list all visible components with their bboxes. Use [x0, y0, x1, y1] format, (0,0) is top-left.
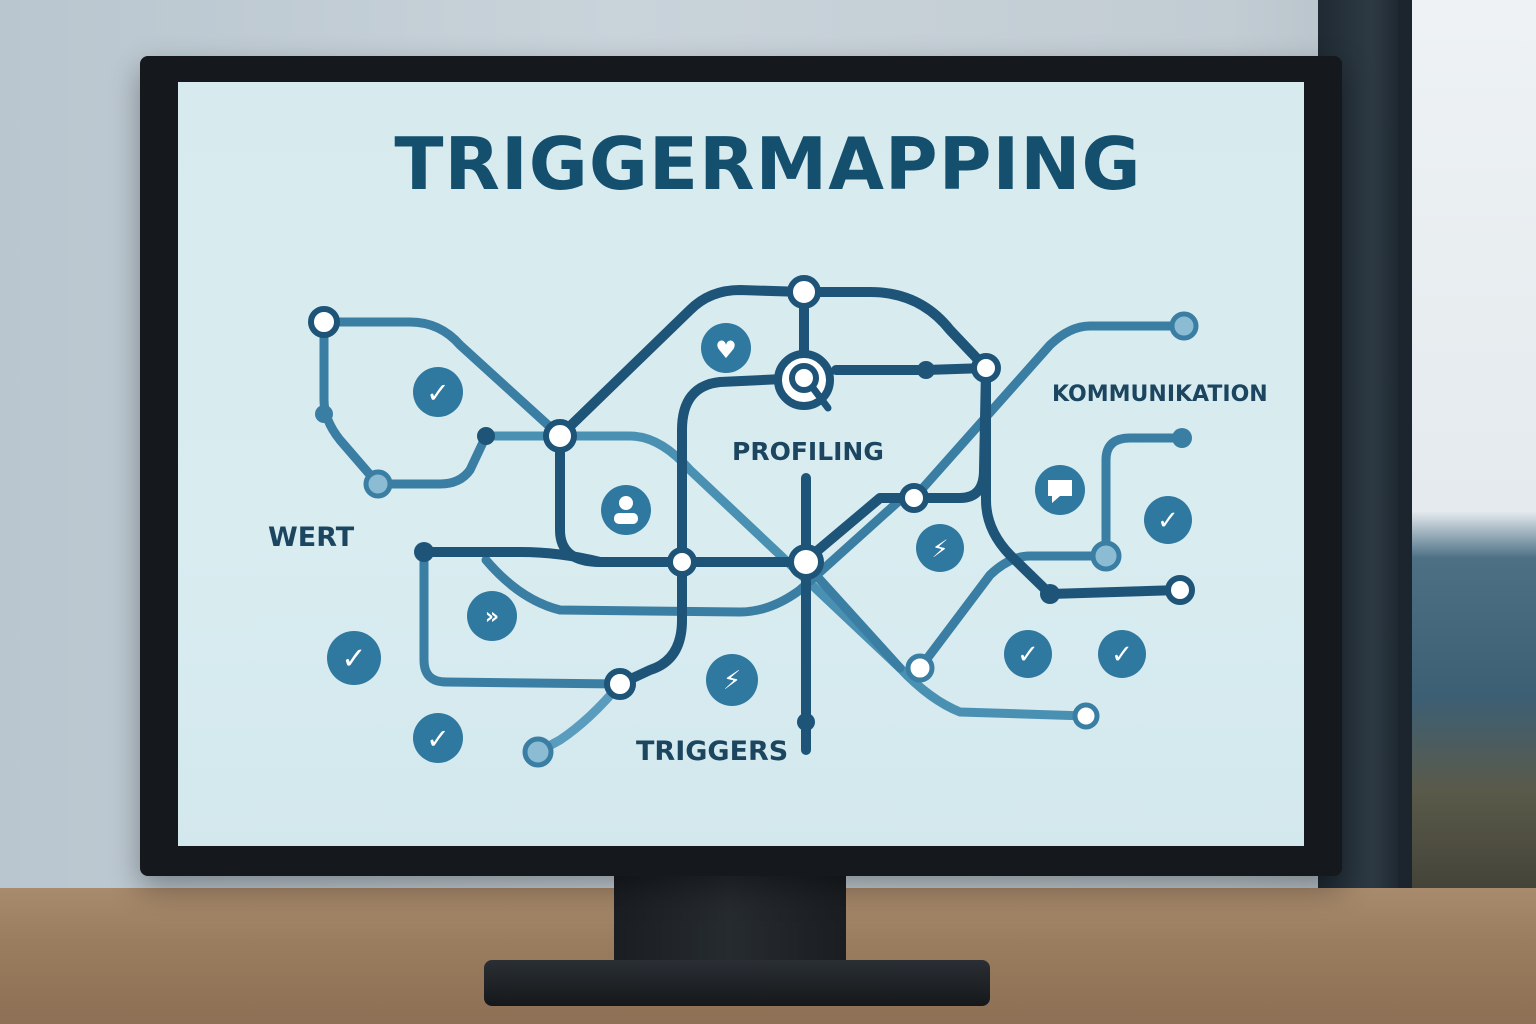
node	[787, 275, 821, 309]
svg-text:♥: ♥	[715, 336, 737, 364]
svg-text:✓: ✓	[1157, 506, 1179, 536]
line-right-upper	[909, 321, 1189, 503]
svg-text:✓: ✓	[426, 723, 449, 756]
line-right-lower	[981, 363, 1185, 599]
user-icon	[601, 485, 651, 535]
node	[604, 668, 636, 700]
double-chevron-icon: »	[467, 591, 517, 641]
label-kommunikation: KOMMUNIKATION	[1052, 382, 1268, 407]
check-icon: ✓	[1098, 630, 1146, 678]
node	[797, 713, 815, 731]
search-icon	[774, 350, 834, 412]
svg-text:✓: ✓	[1111, 640, 1133, 670]
heart-icon: ♥	[701, 323, 751, 373]
lightning-icon: ⚡	[706, 654, 758, 706]
node	[1072, 702, 1100, 730]
line-lower-left	[419, 547, 625, 689]
node	[543, 419, 577, 453]
label-profiling: PROFILING	[732, 437, 884, 466]
node	[1169, 311, 1199, 341]
label-wert: WERT	[268, 522, 355, 553]
station-nodes	[308, 275, 1199, 768]
svg-text:⚡: ⚡	[932, 535, 949, 563]
line-central-horizontal	[419, 363, 991, 567]
node	[315, 405, 333, 423]
line-profiling-loop	[615, 373, 809, 689]
check-icon: ✓	[413, 367, 463, 417]
node	[788, 544, 824, 580]
node	[308, 306, 340, 338]
line-profiling-right	[831, 363, 991, 375]
node	[363, 469, 393, 499]
node	[1090, 540, 1122, 572]
line-cross-down	[799, 557, 905, 673]
monitor-stand-base	[484, 960, 990, 1006]
line-mid-left	[481, 431, 1091, 721]
line-middle-sweep	[481, 495, 905, 617]
label-triggers: TRIGGERS	[636, 736, 789, 767]
node	[522, 736, 554, 768]
svg-text:⚡: ⚡	[723, 666, 741, 696]
node	[477, 427, 495, 445]
check-icon: ✓	[1144, 496, 1192, 544]
svg-text:»: »	[485, 605, 499, 630]
node	[667, 547, 697, 577]
check-icon: ✓	[327, 631, 381, 685]
check-icon: ✓	[1004, 630, 1052, 678]
node	[414, 542, 434, 562]
node	[1172, 428, 1192, 448]
line-right-mid	[1101, 433, 1187, 561]
node	[917, 361, 935, 379]
node	[899, 483, 929, 513]
svg-text:✓: ✓	[1017, 640, 1039, 670]
window-view	[1408, 0, 1536, 930]
line-top-arc	[555, 285, 991, 441]
svg-text:✓: ✓	[341, 642, 366, 677]
node	[1165, 575, 1195, 605]
node	[905, 653, 935, 683]
svg-text:✓: ✓	[426, 377, 449, 410]
node	[1040, 584, 1060, 604]
window-mullion	[1398, 0, 1412, 930]
lightning-icon: ⚡	[916, 524, 964, 572]
check-icon: ✓	[413, 713, 463, 763]
line-top-left	[319, 317, 565, 441]
node	[971, 353, 1001, 383]
chat-icon	[1035, 465, 1085, 515]
diagram-title: TRIGGERMAPPING	[394, 122, 1142, 206]
